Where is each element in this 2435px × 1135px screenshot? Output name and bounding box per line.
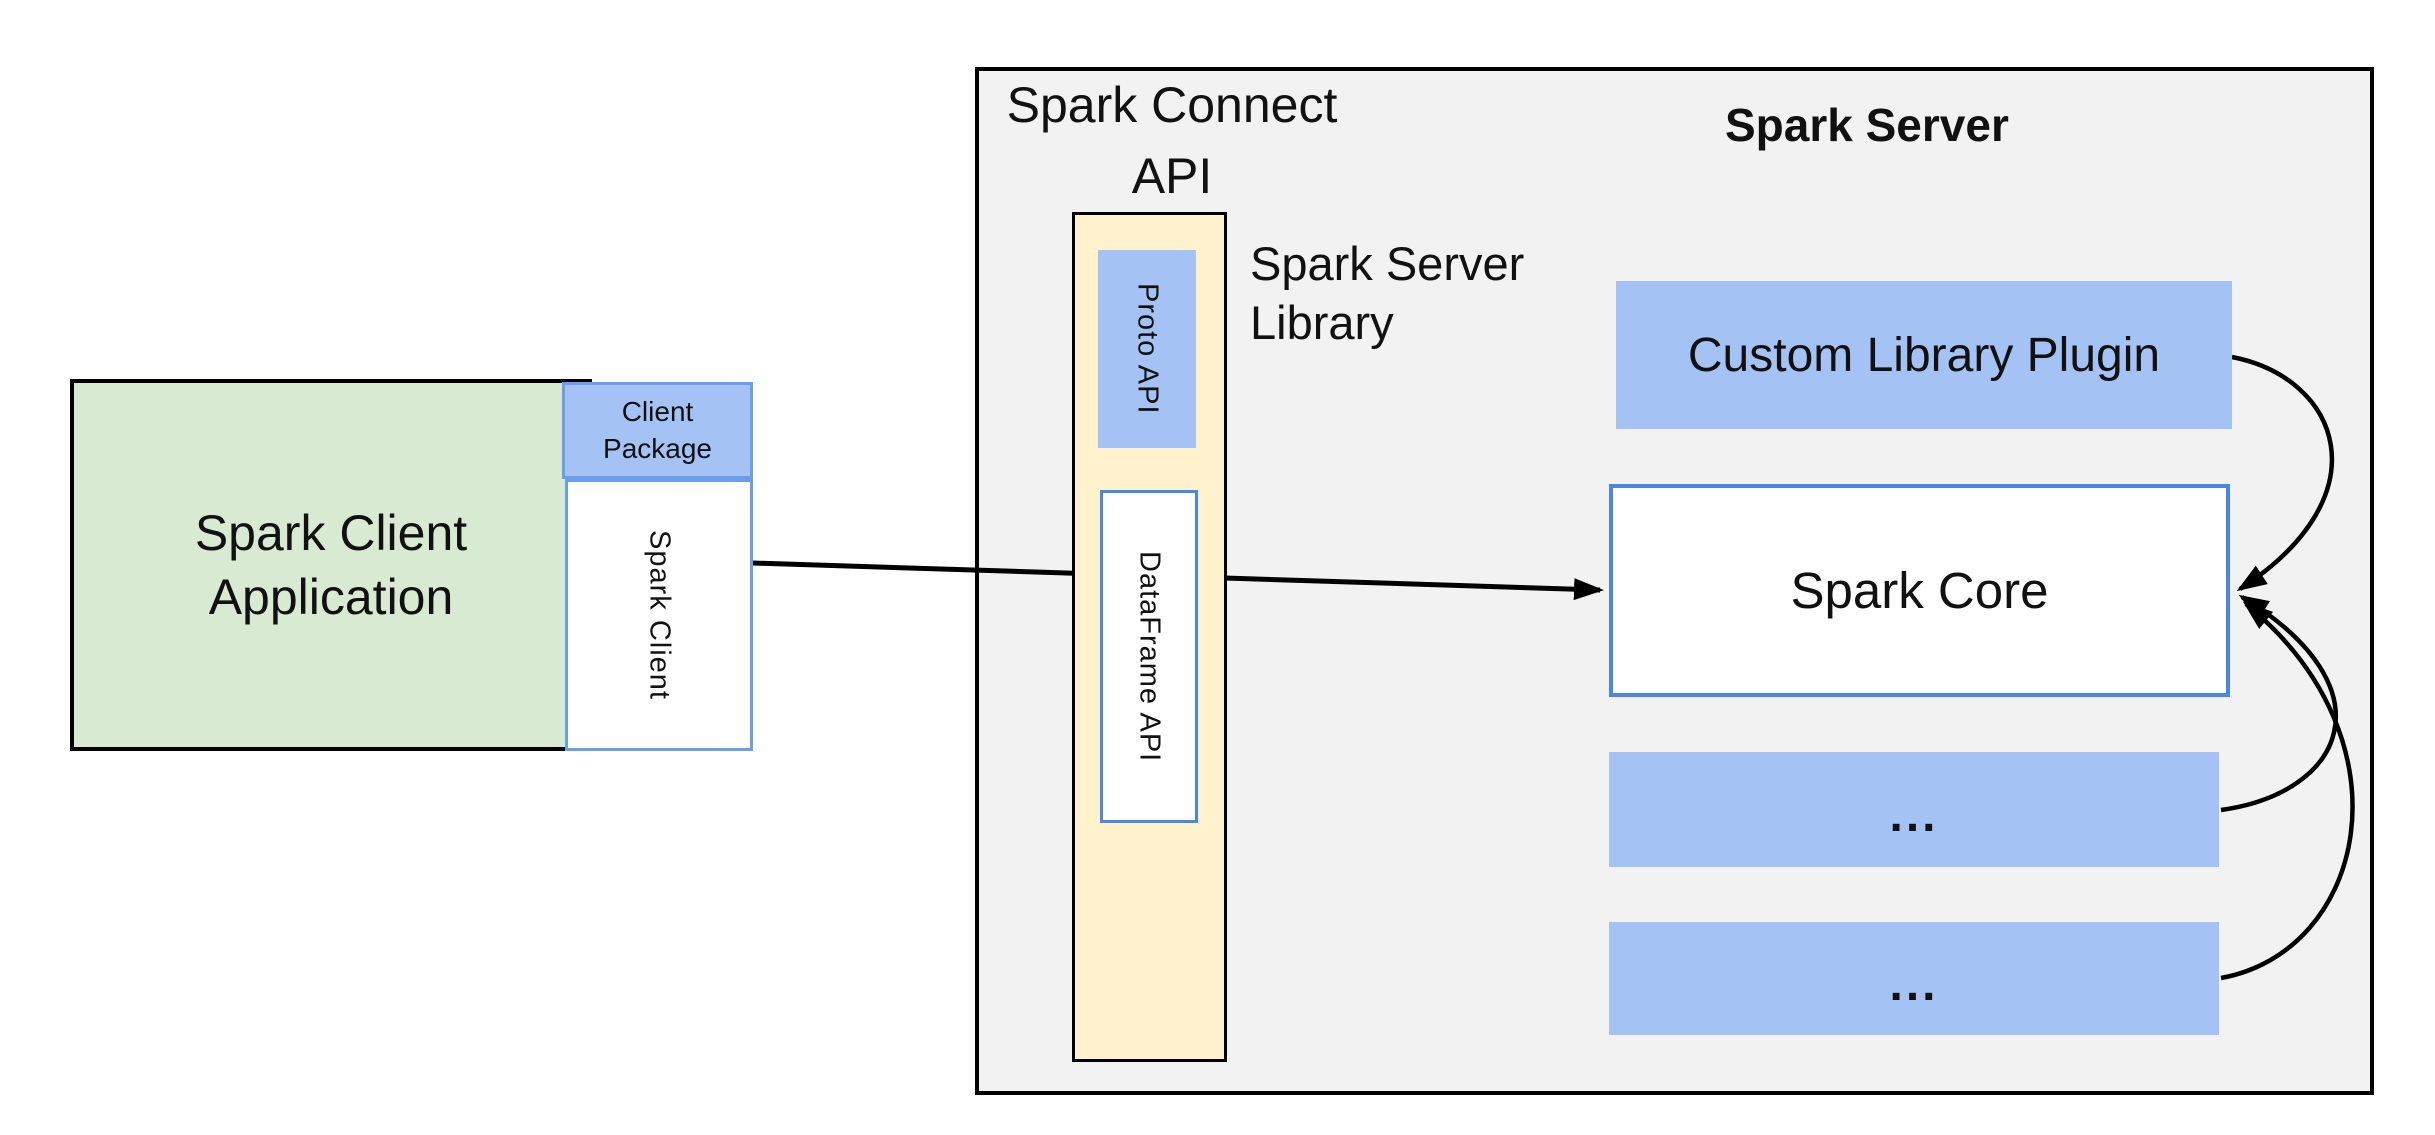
- spark-client-application-label-line1: Spark Client: [194, 505, 468, 561]
- spark-server-library-label-line1: Spark Server: [1250, 237, 1525, 290]
- custom-library-plugin-box: Custom Library Plugin: [1616, 281, 2232, 429]
- ellipsis-label-2: ...: [1889, 958, 1939, 1011]
- spark-server-library-label: Spark Server Library: [1250, 234, 1590, 352]
- dataframe-api-label: DataFrame API: [1133, 550, 1166, 763]
- spark-connect-api-title-line1: Spark Connect: [1006, 77, 1338, 133]
- spark-connect-api-title: Spark Connect API: [992, 70, 1352, 212]
- ellipsis-label-1: ...: [1889, 789, 1939, 842]
- spark-core-label: Spark Core: [1790, 562, 2049, 619]
- ellipsis-box-1: ...: [1609, 752, 2219, 867]
- dataframe-api-box: DataFrame API: [1100, 490, 1198, 823]
- client-package-label-line2: Package: [603, 432, 712, 464]
- client-package-box: Client Package: [562, 382, 753, 479]
- spark-client-application-box: Spark Client Application: [70, 379, 592, 751]
- ellipsis-box-2: ...: [1609, 922, 2219, 1035]
- spark-client-label: Spark Client: [643, 530, 676, 700]
- proto-api-label: Proto API: [1131, 283, 1164, 415]
- client-package-label-line1: Client: [621, 396, 694, 428]
- custom-library-plugin-label: Custom Library Plugin: [1687, 328, 2161, 382]
- spark-core-box: Spark Core: [1609, 484, 2230, 697]
- spark-client-application-label-line2: Application: [208, 569, 454, 625]
- proto-api-box: Proto API: [1098, 250, 1196, 448]
- spark-server-library-label-line2: Library: [1250, 296, 1394, 350]
- spark-connect-api-title-line2: API: [1131, 148, 1213, 204]
- spark-server-title: Spark Server: [1725, 99, 2009, 151]
- spark-client-box: Spark Client: [565, 479, 753, 751]
